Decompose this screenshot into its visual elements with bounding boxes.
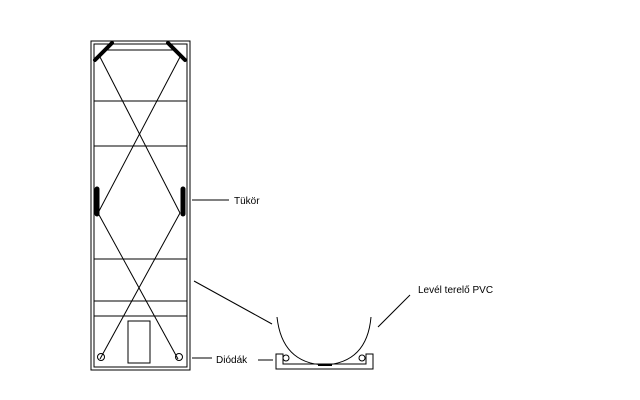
mirrors [93,41,187,217]
light-path [99,56,181,214]
pvc-leader-line-left [193,280,273,325]
pvc-leader-line-right [377,294,411,328]
tower-frame [90,40,191,371]
small-door [127,320,151,364]
light-path [97,56,181,214]
mirror-top-right [166,41,187,62]
mirror-label: Tükör [234,196,260,207]
bottom-compartment [93,315,188,368]
light-path [99,212,181,360]
diode-right [175,353,183,361]
leader-lines [192,199,411,361]
mirror-top-left [93,41,114,62]
diodes-label: Diódák [216,355,248,366]
tower-inner-frame [93,43,188,368]
pvc-gutter [275,316,374,370]
base-diode-left [282,354,290,362]
diode-left [97,353,105,361]
pvc-base [275,353,374,370]
pvc-gutter-arc [276,316,372,366]
light-path [97,212,179,360]
tower-outer-frame [90,40,191,371]
base-diode-right [358,354,366,362]
pvc-label: Levél terelő PVC [418,285,494,296]
